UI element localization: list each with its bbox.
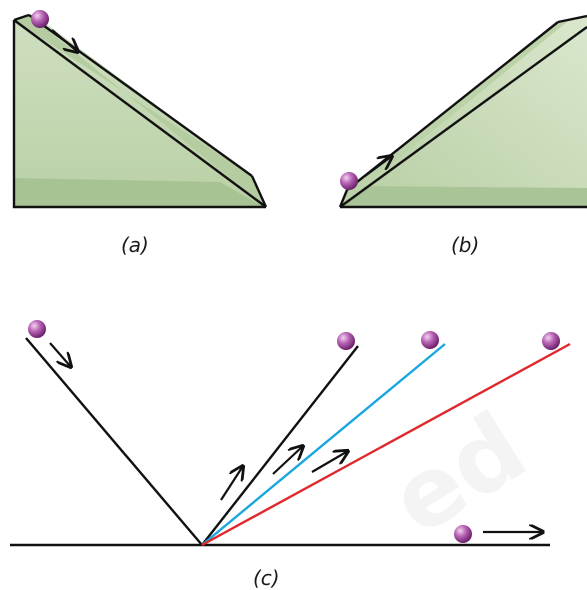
ball-c-steep xyxy=(337,332,355,350)
ramp-groove-a xyxy=(14,15,266,207)
ramp-end-a xyxy=(250,175,268,208)
steep-ascending-ramp xyxy=(201,345,359,546)
block-b-base-band xyxy=(340,186,587,207)
ramp-end-b xyxy=(338,189,349,208)
ball-c-medium xyxy=(421,331,439,349)
panel-label-c: (c) xyxy=(253,566,280,590)
panel-b xyxy=(338,14,587,209)
panel-a xyxy=(12,10,268,209)
panel-label-a: (a) xyxy=(121,233,149,257)
ball-a xyxy=(31,10,49,28)
descending-ramp xyxy=(25,337,203,546)
ramp-edge-b-lower xyxy=(339,26,587,208)
motion-arrow-c-steep xyxy=(220,466,243,501)
panel-label-b: (b) xyxy=(451,233,480,257)
ball-b xyxy=(340,172,358,190)
ramp-top-b xyxy=(557,14,587,24)
ramp-top-a xyxy=(13,13,30,22)
ramp-edge-a-lower xyxy=(13,19,267,208)
block-b xyxy=(340,15,587,207)
motion-arrow-a xyxy=(51,29,78,52)
shallow-ascending-ramp xyxy=(201,342,571,547)
block-a-outline xyxy=(12,20,266,209)
ball-c-shallow xyxy=(542,332,560,350)
block-a-base-band xyxy=(14,178,266,207)
motion-arrow-c-shallow xyxy=(311,451,348,473)
motion-arrow-c-down xyxy=(49,342,71,367)
motion-arrow-b xyxy=(364,156,392,177)
panel-c xyxy=(10,320,571,547)
ramp-groove-b xyxy=(340,18,572,207)
medium-ascending-ramp xyxy=(201,343,446,546)
motion-arrow-c-medium xyxy=(272,446,303,475)
ball-c-floor xyxy=(454,525,472,543)
ball-c-start xyxy=(28,320,46,338)
